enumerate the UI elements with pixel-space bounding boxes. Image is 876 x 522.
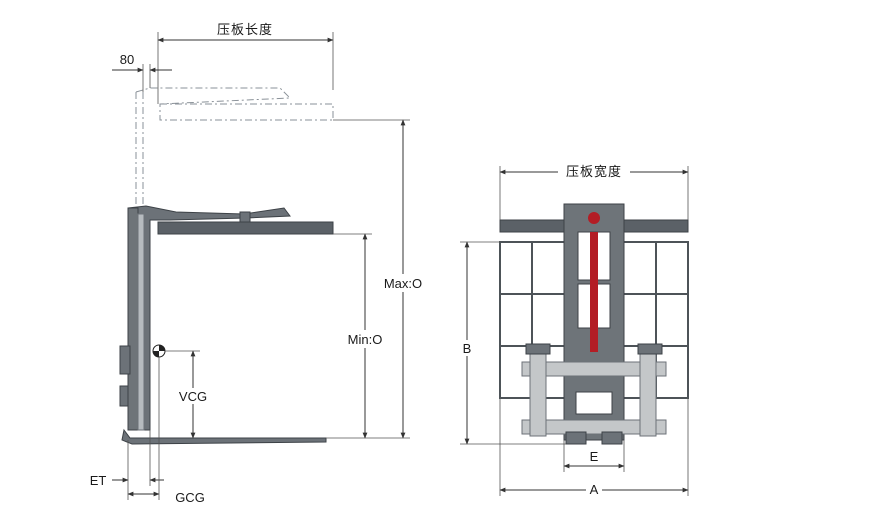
fork	[121, 428, 327, 445]
mast-side	[119, 207, 145, 431]
pressure-plate	[157, 221, 334, 235]
vcg-label: VCG	[179, 389, 207, 404]
front-view: 压板宽度 B E A	[460, 162, 689, 497]
dim-80-label: 80	[120, 52, 134, 67]
e-label: E	[590, 449, 599, 464]
cg-marker	[152, 344, 166, 358]
raised-position-ghost	[135, 87, 334, 206]
plate-width-label: 压板宽度	[566, 164, 622, 180]
a-label: A	[590, 482, 599, 497]
plate-length-label: 压板长度	[217, 22, 273, 38]
front-carriage	[521, 343, 667, 445]
b-label: B	[463, 341, 472, 356]
gcg-label: GCG	[175, 490, 205, 505]
side-view: 压板长度 80 Max:O Min:O VCG ET GCG	[90, 22, 428, 505]
et-label: ET	[90, 473, 107, 488]
max-o-label: Max:O	[384, 276, 422, 291]
front-mast	[563, 203, 625, 441]
min-o-label: Min:O	[348, 332, 383, 347]
